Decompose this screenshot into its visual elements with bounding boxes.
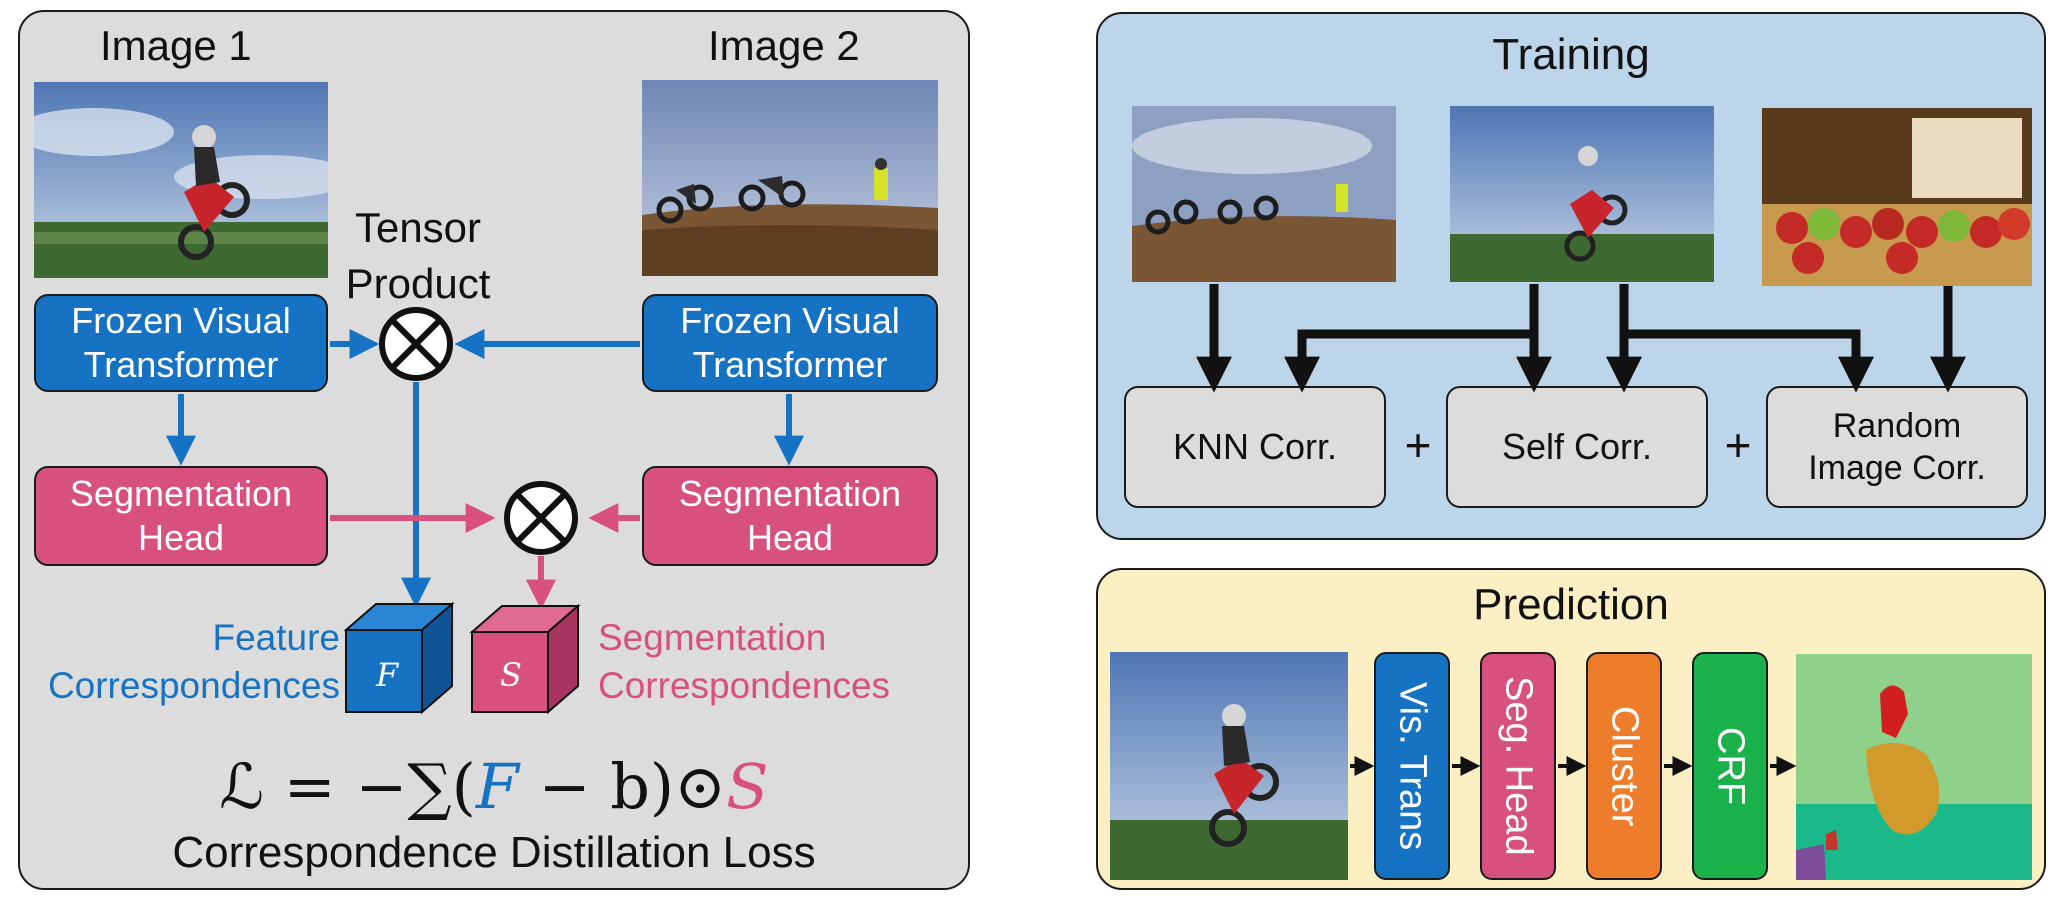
plus-sign-2: + bbox=[1724, 419, 1752, 471]
seg-head-left: Segmentation Head bbox=[34, 466, 328, 566]
loss-part-s: S bbox=[726, 750, 769, 823]
image1-label: Image 1 bbox=[100, 22, 252, 69]
seg-head-left-label: Segmentation Head bbox=[69, 473, 293, 558]
stage-cluster: Cluster bbox=[1586, 652, 1662, 880]
stage-vis-trans: Vis. Trans bbox=[1374, 652, 1450, 880]
training-title: Training bbox=[1492, 30, 1650, 79]
stage-cluster-label: Cluster bbox=[1603, 705, 1646, 827]
frozen-vit-left: Frozen Visual Transformer bbox=[34, 294, 328, 392]
stage-seg-head-label: Seg. Head bbox=[1497, 676, 1540, 856]
tensor-product-label: Tensor Product bbox=[345, 204, 491, 307]
frozen-vit-right: Frozen Visual Transformer bbox=[642, 294, 938, 392]
loss-part-a: ℒ = −∑( bbox=[219, 750, 476, 823]
tensor-product-operator-bottom bbox=[504, 481, 578, 555]
knn-corr-box: KNN Corr. bbox=[1124, 386, 1386, 508]
prediction-input-photo bbox=[1110, 652, 1348, 880]
image2-photo bbox=[642, 80, 938, 276]
arrow-jump-to-random bbox=[1624, 329, 1874, 393]
loss-formula: ℒ = −∑(F − b)⊙S bbox=[0, 750, 988, 823]
image1-photo bbox=[34, 82, 328, 278]
stage-crf-label: CRF bbox=[1709, 726, 1752, 806]
plus-sign-1: + bbox=[1404, 419, 1432, 471]
loss-caption: Correspondence Distillation Loss bbox=[172, 828, 816, 877]
prediction-title: Prediction bbox=[1473, 580, 1669, 629]
training-photo-apples bbox=[1762, 108, 2032, 286]
training-photo-jump bbox=[1450, 106, 1714, 282]
frozen-vit-right-label: Frozen Visual Transformer bbox=[680, 300, 900, 385]
training-photo-riders bbox=[1132, 106, 1396, 282]
segmentation-cube: S bbox=[469, 603, 581, 715]
arrow-jump-to-knn bbox=[1284, 284, 1539, 393]
image2-label: Image 2 bbox=[708, 22, 860, 69]
stage-seg-head: Seg. Head bbox=[1480, 652, 1556, 880]
feature-correspondences-label: Feature Correspondences bbox=[47, 617, 340, 706]
random-corr-box: Random Image Corr. bbox=[1766, 386, 2028, 508]
stage-crf: CRF bbox=[1692, 652, 1768, 880]
self-corr-box: Self Corr. bbox=[1446, 386, 1708, 508]
prediction-output-segmentation bbox=[1796, 654, 2032, 880]
stage-vis-trans-label: Vis. Trans bbox=[1391, 681, 1434, 851]
random-corr-label: Random Image Corr. bbox=[1808, 407, 1986, 487]
cube-s-label: S bbox=[500, 656, 522, 694]
cube-f-label: F bbox=[375, 656, 400, 694]
loss-part-f: F bbox=[475, 750, 519, 823]
seg-head-right-label: Segmentation Head bbox=[678, 473, 902, 558]
segmentation-correspondences-label: Segmentation Correspondences bbox=[598, 617, 891, 706]
knn-corr-label: KNN Corr. bbox=[1172, 426, 1338, 467]
loss-part-b: − b)⊙ bbox=[518, 750, 727, 823]
self-corr-label: Self Corr. bbox=[1501, 426, 1653, 467]
seg-head-right: Segmentation Head bbox=[642, 466, 938, 566]
feature-cube: F bbox=[343, 601, 455, 715]
tensor-product-operator-top bbox=[379, 307, 453, 381]
frozen-vit-left-label: Frozen Visual Transformer bbox=[71, 300, 291, 385]
